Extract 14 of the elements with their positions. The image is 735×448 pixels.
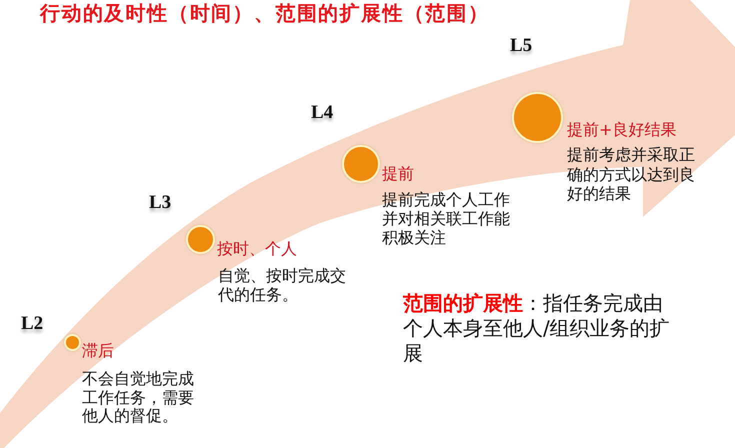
level-label: L5 bbox=[510, 36, 532, 56]
level-label: L3 bbox=[149, 193, 172, 213]
milestone-heading: 按时、个人 bbox=[217, 239, 297, 258]
milestone-description: 不会自觉地完成工作任务，需要他人的督促。 bbox=[82, 370, 195, 426]
milestone-heading: 滞后 bbox=[82, 341, 114, 360]
milestone-heading: 提前+良好结果 bbox=[567, 120, 676, 139]
level-label: L2 bbox=[21, 314, 44, 334]
milestone-description: 提前完成个人工作并对相关联工作能积极关注 bbox=[382, 190, 511, 247]
note-text: 范围的扩展性：指任务完成由个人本身至他人/组织业务的扩展 bbox=[403, 291, 671, 366]
level-label: L4 bbox=[311, 103, 334, 123]
milestone-heading: 提前 bbox=[382, 164, 414, 183]
milestone-description: 自觉、按时完成交代的任务。 bbox=[218, 267, 347, 304]
title: 行动的及时性（时间）、范围的扩展性（范围） bbox=[40, 1, 490, 25]
milestone-description: 提前考虑并采取正确的方式以达到良好的结果 bbox=[567, 145, 696, 204]
